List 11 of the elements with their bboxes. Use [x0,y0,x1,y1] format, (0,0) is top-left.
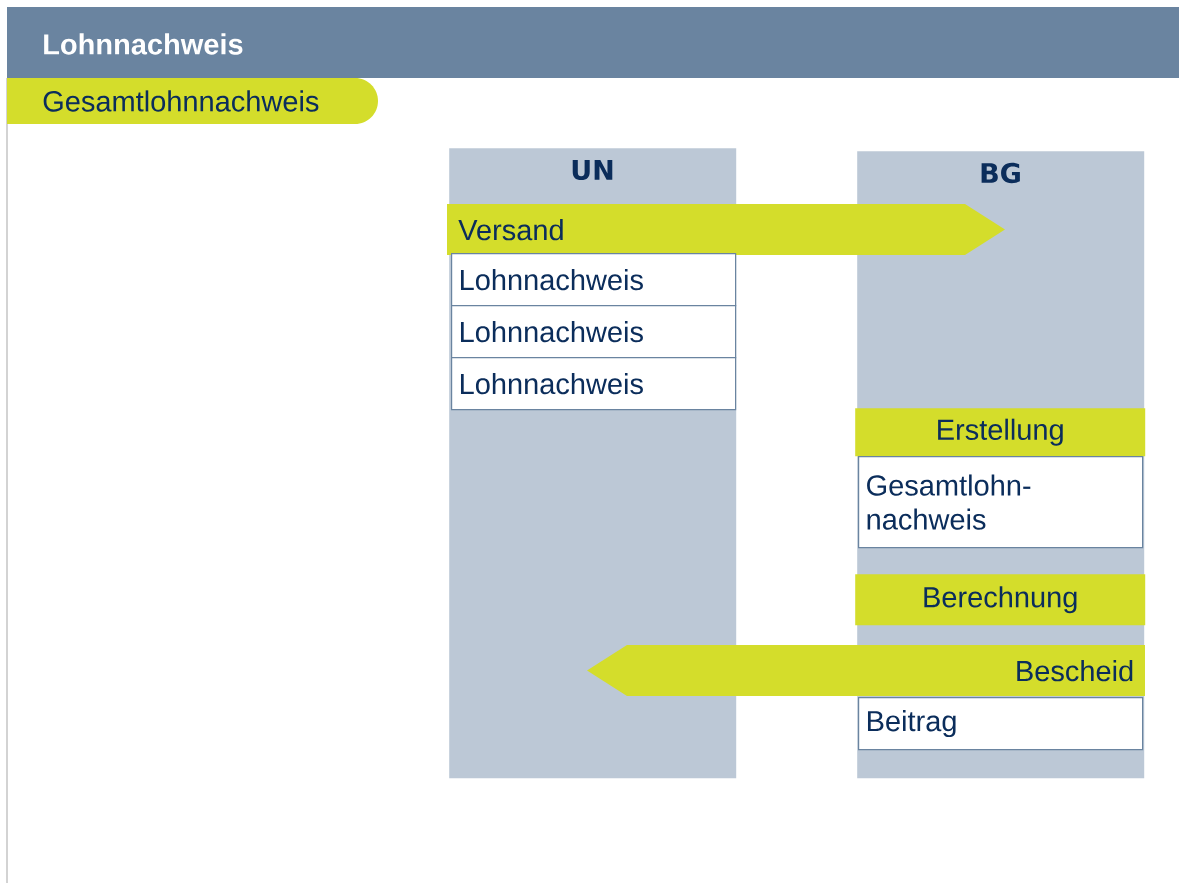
step-band: Berechnung [855,574,1146,626]
arrow-band: Versand [447,204,1005,255]
document-box: Lohnnachweis [451,357,737,411]
document-box: Lohnnachweis [451,305,737,359]
subtitle-tab: Gesamtlohnnachweis [7,78,378,124]
arrow-band: Bescheid [587,645,1145,696]
document-box: Lohnnachweis [451,253,737,307]
header-bar: Lohnnachweis [7,7,1179,78]
document-box: Gesamtlohn-nachweis [858,456,1144,549]
document-box: Beitrag [858,697,1144,751]
step-band: Erstellung [855,408,1146,457]
